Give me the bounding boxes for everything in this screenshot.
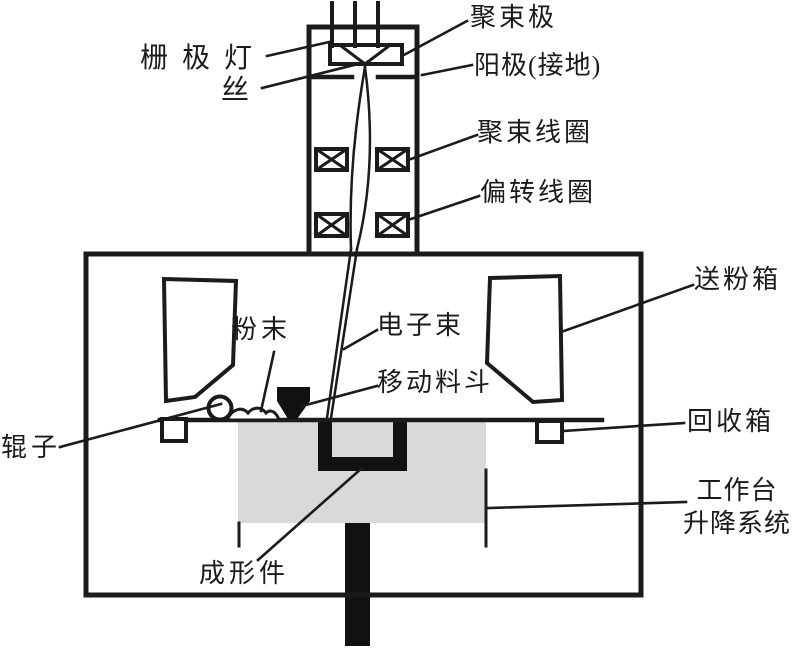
label-electron-beam: 电子束 [377, 311, 465, 340]
label-moving-hopper: 移动料斗 [377, 368, 494, 397]
leader-worktable [486, 500, 688, 510]
label-recovery-box: 回收箱 [687, 407, 775, 436]
roller-shape [206, 394, 234, 422]
leader-electron-beam [342, 328, 379, 351]
powder-hopper-right [484, 273, 565, 405]
deflection-coil-left [313, 211, 350, 239]
build-platform [238, 422, 486, 523]
label-focusing-electrode: 聚束极 [470, 3, 558, 32]
leader-lines [58, 19, 695, 562]
cathode-leads [330, 1, 380, 48]
deflection-coils [313, 211, 411, 239]
formed-part-shape [318, 422, 407, 471]
label-focusing-coil: 聚束线圈 [477, 118, 594, 147]
hopper-outlet-right [535, 419, 564, 444]
label-powder-feed-box: 送粉箱 [694, 265, 782, 294]
leader-deflection-coil [409, 194, 481, 221]
vacuum-chamber [83, 251, 644, 598]
leader-focusing-coil [409, 133, 479, 161]
beam-lens-left [349, 65, 367, 251]
beam-line-right [329, 247, 359, 420]
label-powder: 粉末 [231, 315, 292, 344]
label-formed-part: 成形件 [199, 559, 290, 588]
label-anode-grounded: 阳极(接地) [474, 51, 602, 80]
label-grid-filament-line1: 栅极灯 [140, 43, 267, 74]
filament-v [338, 43, 392, 66]
focusing-electrode-shape [328, 43, 404, 66]
leader-moving-hopper [300, 384, 379, 408]
leader-focusing-electrode [400, 19, 469, 58]
beam-lens-right [355, 65, 372, 251]
label-grid-filament-line2: 丝 [221, 75, 253, 106]
leader-powder [259, 350, 276, 413]
hopper-outlet-left [160, 417, 188, 443]
label-worktable-lift-system: 工作台 升降系统 [676, 474, 795, 540]
label-deflection-coil: 偏转线圈 [480, 178, 597, 207]
leader-powder-feed-box [562, 283, 695, 333]
moving-hopper-shape [277, 387, 310, 419]
focusing-coil-left [313, 146, 350, 173]
label-roller: 辊子 [1, 433, 62, 462]
focusing-coils [313, 146, 411, 173]
beam-line-left [325, 247, 353, 420]
powder-pile [224, 406, 282, 422]
leader-filament [260, 61, 364, 90]
powder-hopper-left [161, 276, 239, 404]
piston-column [345, 523, 370, 646]
leader-formed-part [256, 466, 364, 562]
leader-roller [58, 402, 223, 449]
leader-grid [265, 40, 331, 58]
leader-recovery-box [561, 421, 686, 433]
leader-anode [420, 63, 474, 77]
deflection-coil-right [374, 211, 411, 239]
electron-gun-outline [306, 24, 420, 255]
label-worktable-line2: 升降系统 [682, 509, 791, 538]
label-worktable-line1: 工作台 [696, 476, 778, 505]
focusing-coil-right [374, 146, 411, 173]
